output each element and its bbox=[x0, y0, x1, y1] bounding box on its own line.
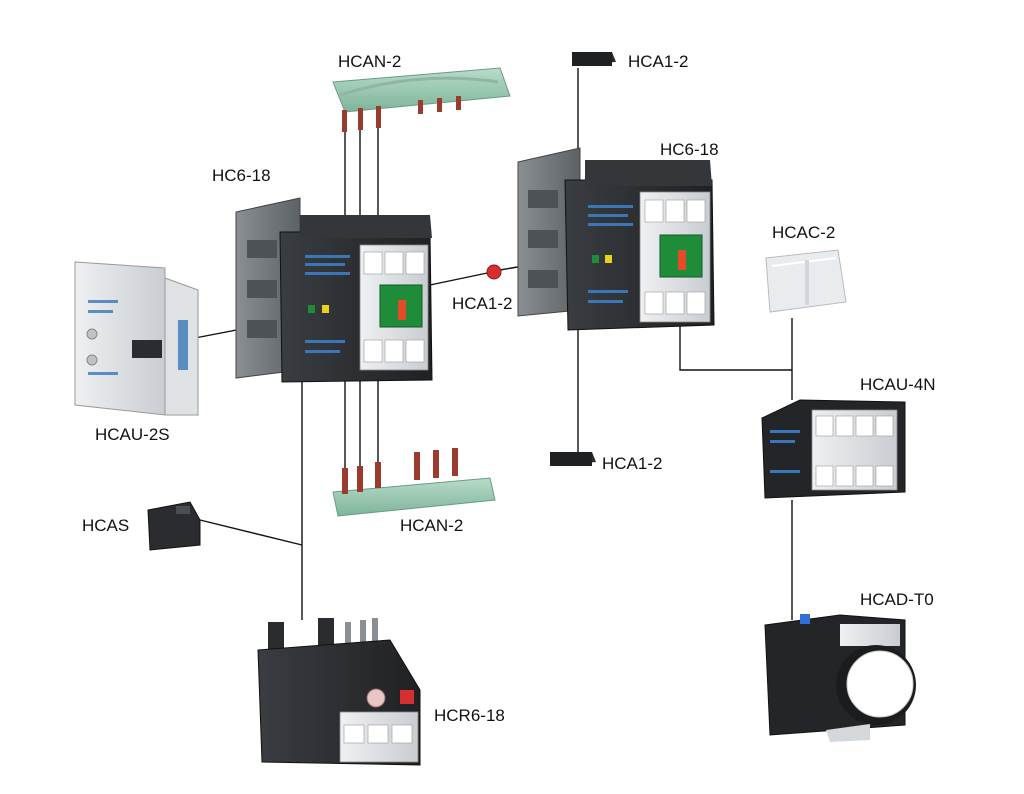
label-hca-bottom: HCA1-2 bbox=[602, 454, 663, 473]
busbar-bottom bbox=[332, 448, 496, 517]
label-hcau2s: HCAU-2S bbox=[95, 425, 170, 444]
label-relay: HCR6-18 bbox=[434, 706, 505, 725]
label-hcan-top: HCAN-2 bbox=[338, 52, 402, 71]
connector-lines bbox=[194, 68, 793, 620]
hcas-part bbox=[147, 501, 201, 551]
hcac-part bbox=[765, 249, 847, 313]
contactor-right bbox=[517, 147, 715, 331]
relay-part bbox=[257, 618, 421, 766]
hcadt-part bbox=[764, 614, 916, 742]
label-contactor-right: HC6-18 bbox=[660, 140, 719, 159]
label-hcas: HCAS bbox=[82, 516, 130, 535]
label-contactor-left: HC6-18 bbox=[212, 166, 271, 185]
hca-top-part bbox=[572, 52, 616, 66]
hca-bottom-part bbox=[550, 452, 596, 466]
hcau4n-part bbox=[761, 399, 906, 499]
label-hcadt: HCAD-T0 bbox=[860, 590, 934, 609]
contactor-left bbox=[235, 197, 433, 383]
label-hcac: HCAC-2 bbox=[772, 223, 836, 242]
hcau2s-part bbox=[74, 261, 199, 416]
label-hca-top: HCA1-2 bbox=[628, 52, 689, 71]
label-hcan-bottom: HCAN-2 bbox=[400, 516, 464, 535]
busbar-top bbox=[332, 67, 511, 132]
label-hca-mid: HCA1-2 bbox=[452, 294, 513, 313]
hca-mid-part bbox=[486, 264, 502, 280]
label-hcau4n: HCAU-4N bbox=[860, 375, 936, 394]
